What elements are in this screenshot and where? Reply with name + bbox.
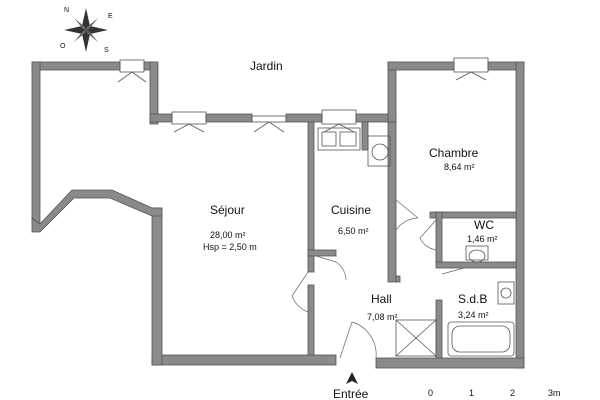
entrance: Entrée xyxy=(333,372,369,400)
room-area-chambre: 8,64 m² xyxy=(444,162,475,172)
room-height-sejour: Hsp = 2,50 m xyxy=(203,242,257,252)
scale-bar: 0 1 2 3m xyxy=(428,388,561,398)
scale-tick-1: 1 xyxy=(469,388,474,398)
room-name-hall: Hall xyxy=(371,292,392,306)
compass-rose: N E S O xyxy=(60,7,113,54)
room-area-cuisine: 6,50 m² xyxy=(338,226,369,236)
garden-label: Jardin xyxy=(250,59,283,73)
room-name-sejour: Séjour xyxy=(210,203,245,217)
room-area-sdb: 3,24 m² xyxy=(458,310,489,320)
room-area-wc: 1,46 m² xyxy=(467,234,498,244)
scale-tick-2: 2 xyxy=(510,388,515,398)
entrance-label: Entrée xyxy=(333,387,369,400)
entrance-arrow-icon xyxy=(346,372,358,384)
scale-tick-0: 0 xyxy=(428,388,433,398)
room-area-sejour: 28,00 m² xyxy=(210,230,246,240)
room-name-cuisine: Cuisine xyxy=(331,203,371,217)
room-labels: Séjour 28,00 m² Hsp = 2,50 m Cuisine 6,5… xyxy=(203,146,498,322)
bathroom-fixtures xyxy=(395,281,515,357)
room-name-wc: WC xyxy=(474,218,494,232)
wc-fixture xyxy=(465,245,489,263)
compass-west: O xyxy=(60,43,66,50)
room-name-sdb: S.d.B xyxy=(458,292,487,306)
compass-east: E xyxy=(108,13,113,20)
walls xyxy=(31,61,525,369)
compass-north: N xyxy=(64,7,69,14)
room-area-hall: 7,08 m² xyxy=(367,312,398,322)
scale-tick-3: 3m xyxy=(548,388,561,398)
room-name-chambre: Chambre xyxy=(429,146,479,160)
doors xyxy=(291,199,465,359)
kitchen-fixtures xyxy=(317,127,391,167)
compass-south: S xyxy=(104,47,109,54)
